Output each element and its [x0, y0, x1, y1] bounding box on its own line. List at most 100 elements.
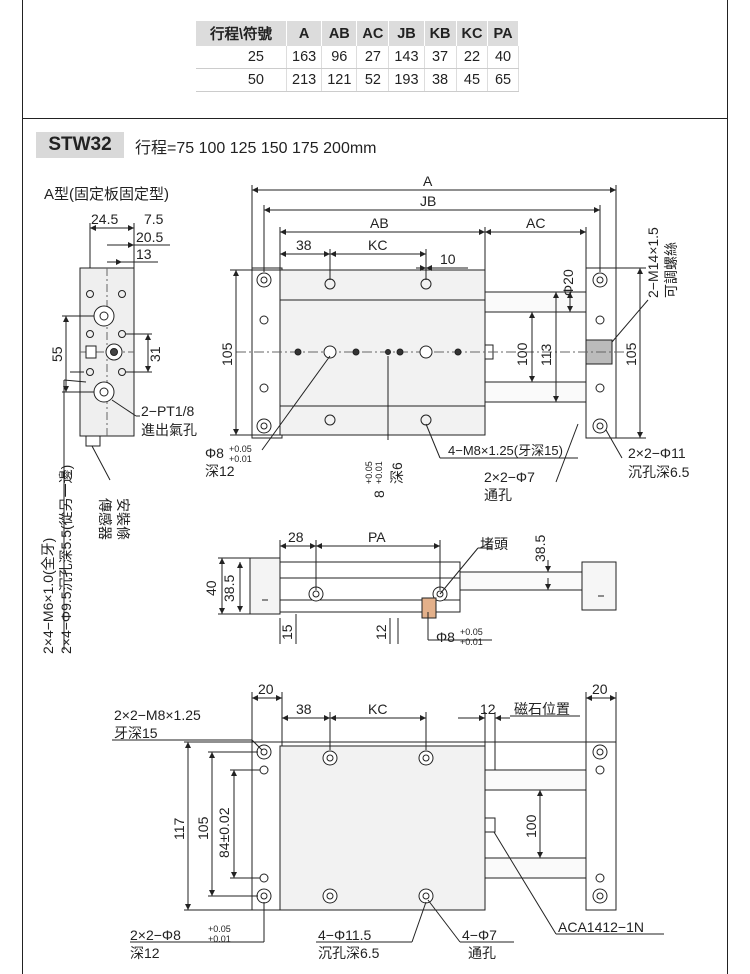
dim-12-bottom: 12	[480, 701, 496, 717]
side-port-lower	[93, 381, 115, 403]
dim-15: 15	[279, 624, 295, 640]
dim-20-5: 20.5	[136, 229, 163, 245]
header-cell: KB	[424, 21, 457, 46]
bottom-rod-upper	[484, 769, 587, 791]
dim-31: 31	[147, 346, 163, 362]
table-cell: 65	[487, 68, 519, 92]
phi7-label-bottom: 4−Φ7	[462, 927, 497, 943]
dim-38-bottom: 38	[296, 701, 312, 717]
header-cell: AC	[356, 21, 390, 46]
dim-100: 100	[514, 342, 530, 366]
stroke-list: 行程=75 100 125 150 175 200mm	[135, 140, 377, 157]
dim-JB: JB	[420, 193, 436, 209]
m8-label-bottom: 2×2−M8×1.25	[114, 707, 201, 723]
bottom-view-labels: 20 20 38 KC 12 磁石位置 2×2−M8×1.25 牙深15 117…	[114, 681, 644, 961]
through-bottom: 通孔	[468, 945, 496, 961]
side-counterbore-label: 2×4−Φ9.5沉孔深5.5(從另一邊)	[58, 465, 74, 654]
side-thread-label: 2×4−M6×1.0(全牙)	[40, 538, 56, 654]
dim-PA: PA	[368, 529, 386, 545]
left-side-view	[62, 223, 170, 650]
table-cell: 163	[286, 46, 323, 69]
port-sublabel: 進出氣孔	[141, 422, 197, 438]
front-view	[218, 540, 617, 644]
header-cell: PA	[487, 21, 519, 46]
model-title: STW32	[36, 132, 124, 158]
dim-55: 55	[49, 346, 65, 362]
dim-105: 105	[219, 342, 235, 366]
dim-38: 38	[296, 237, 312, 253]
table-cell: 96	[321, 46, 358, 69]
dim-24-5: 24.5	[91, 211, 118, 227]
dim-10: 10	[440, 251, 456, 267]
phi11-label-bottom: 4−Φ11.5	[318, 927, 372, 943]
m14-sublabel: 可調螺絲	[663, 242, 679, 298]
m14-label: 2−M14×1.5	[645, 227, 661, 298]
dim-40: 40	[203, 580, 219, 596]
bottom-view	[112, 692, 664, 943]
dim-105-bottom: 105	[195, 816, 211, 840]
dim-phi20: Φ20	[560, 269, 576, 296]
table-cell: 40	[487, 46, 519, 69]
dim-12: 12	[373, 624, 389, 640]
frame-right-line	[727, 0, 728, 974]
sensor-label-1: 傳感器	[97, 498, 113, 540]
front-base-plate	[249, 557, 281, 615]
aca-part-label: ACA1412−1N	[558, 919, 644, 935]
eight-tol-up: +0.05	[364, 461, 374, 484]
depth12-label: 深12	[205, 463, 235, 479]
front-rod	[459, 571, 591, 591]
top-view-labels: A JB AB AC 38 KC 10 Φ20 2−M14×1.5 可調螺絲 1…	[205, 173, 690, 503]
spec-table: 行程\符號 A AB AC JB KB KC PA 25 163 96 27 1…	[196, 21, 519, 92]
m8-sublabel-bottom: 牙深15	[114, 725, 158, 741]
sensor-label-2: 安裝條	[115, 498, 131, 540]
bottom-end-plate	[585, 741, 617, 911]
table-cell: 22	[456, 46, 489, 69]
table-row: 50 213 121 52 193 38 45 65	[196, 68, 519, 92]
dim-13: 13	[136, 246, 152, 262]
frame-left-line	[22, 0, 23, 974]
table-cell: 45	[456, 68, 489, 92]
header-cell: 行程\符號	[196, 21, 287, 46]
dim-117: 117	[171, 817, 187, 840]
table-cell: 50	[196, 68, 287, 92]
dim-28: 28	[288, 529, 304, 545]
table-cell: 121	[321, 68, 358, 92]
top-rod-upper	[484, 291, 587, 313]
front-end-plate	[581, 561, 617, 611]
table-cell: 38	[424, 68, 457, 92]
front-tol-up: +0.05	[460, 627, 483, 637]
bottom-rod-lower	[484, 857, 587, 879]
dim-A: A	[423, 173, 433, 189]
dim-20-left: 20	[258, 681, 274, 697]
front-view-labels: 28 PA 堵頭 38.5 40 38.5 15 12 Φ8 +0.05 +0.…	[203, 529, 548, 647]
top-base-plate	[251, 267, 283, 439]
table-cell: 52	[356, 68, 390, 92]
dim-38-5: 38.5	[221, 575, 237, 602]
phi7-label: 2×2−Φ7	[484, 469, 535, 485]
phi8-label: Φ8	[205, 445, 224, 461]
table-cell: 25	[196, 46, 287, 69]
dim-7-5: 7.5	[144, 211, 164, 227]
sensor-rail	[85, 435, 101, 447]
dim-84: 84±0.02	[216, 807, 232, 858]
section-divider	[22, 118, 728, 119]
dim-38-5-top: 38.5	[532, 535, 548, 562]
phi8-tol-dn: +0.01	[229, 454, 252, 464]
phi8-tol-dn-bottom: +0.01	[208, 934, 231, 944]
phi8-label-bottom: 2×2−Φ8	[130, 927, 181, 943]
table-cell: 37	[424, 46, 457, 69]
table-cell: 143	[388, 46, 425, 69]
side-port-upper	[93, 305, 115, 327]
counterbore-label: 沉孔深6.5	[628, 464, 690, 480]
header-cell: A	[286, 21, 323, 46]
through-label: 通孔	[484, 487, 512, 503]
dim-113: 113	[538, 343, 554, 366]
left-view-labels: 24.5 7.5 20.5 13 55 31 2−PT1/8 進出氣孔 傳感器 …	[40, 211, 197, 654]
phi8-tol-up: +0.05	[229, 444, 252, 454]
magnet-label: 磁石位置	[514, 701, 570, 717]
dim-105-right: 105	[623, 342, 639, 366]
counterbore-bottom: 沉孔深6.5	[318, 945, 380, 961]
header-cell: JB	[388, 21, 425, 46]
port-label: 2−PT1/8	[141, 403, 195, 419]
